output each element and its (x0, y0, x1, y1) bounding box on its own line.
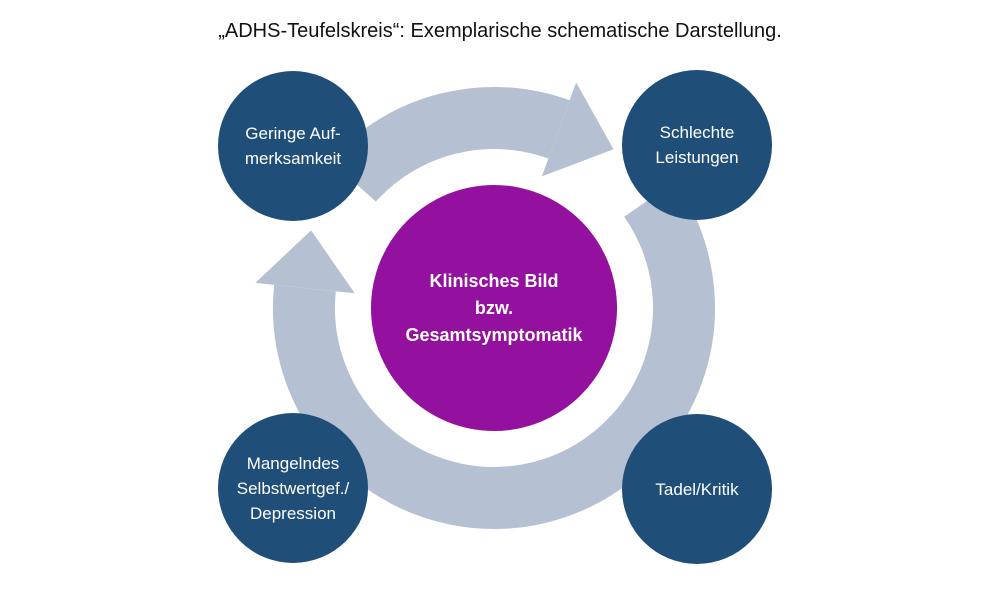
arrow-head-left-icon (255, 230, 355, 294)
node-schlechte-leistungen: Schlechte Leistungen (622, 70, 772, 220)
node-label-line: Geringe Auf- (245, 124, 341, 143)
diagram-title: „ADHS-Teufelskreis“: Exemplarische schem… (218, 20, 782, 42)
node-label-line: Tadel/Kritik (655, 479, 739, 499)
arrow-arc-top (329, 86, 570, 203)
node-label-line: Selbstwertgef./ (236, 478, 350, 498)
center-label-line: Klinisches Bild (429, 270, 559, 291)
arrow-arc-right-bottom-left (272, 181, 715, 529)
node-label-line: Schlechte (659, 123, 735, 142)
node-klinisches-bild: Klinisches Bild bzw. Gesamtsymptomatik (371, 185, 617, 431)
node-label-line: Depression (250, 503, 336, 523)
node-mangelndes-selbstwertgefuehl: Mangelndes Selbstwertgef./ Depression (218, 413, 368, 563)
node-geringe-aufmerksamkeit: Geringe Auf- merksamkeit (218, 71, 368, 221)
arrow-head-top-icon (541, 82, 614, 177)
node-label-line: merksamkeit (244, 149, 342, 168)
center-label-line: Gesamtsymptomatik (405, 324, 583, 345)
node-label-line: Mangelndes (246, 453, 340, 473)
center-label-line: bzw. (474, 297, 514, 318)
node-tadel-kritik: Tadel/Kritik (622, 414, 772, 564)
node-label-line: Leistungen (655, 148, 739, 167)
